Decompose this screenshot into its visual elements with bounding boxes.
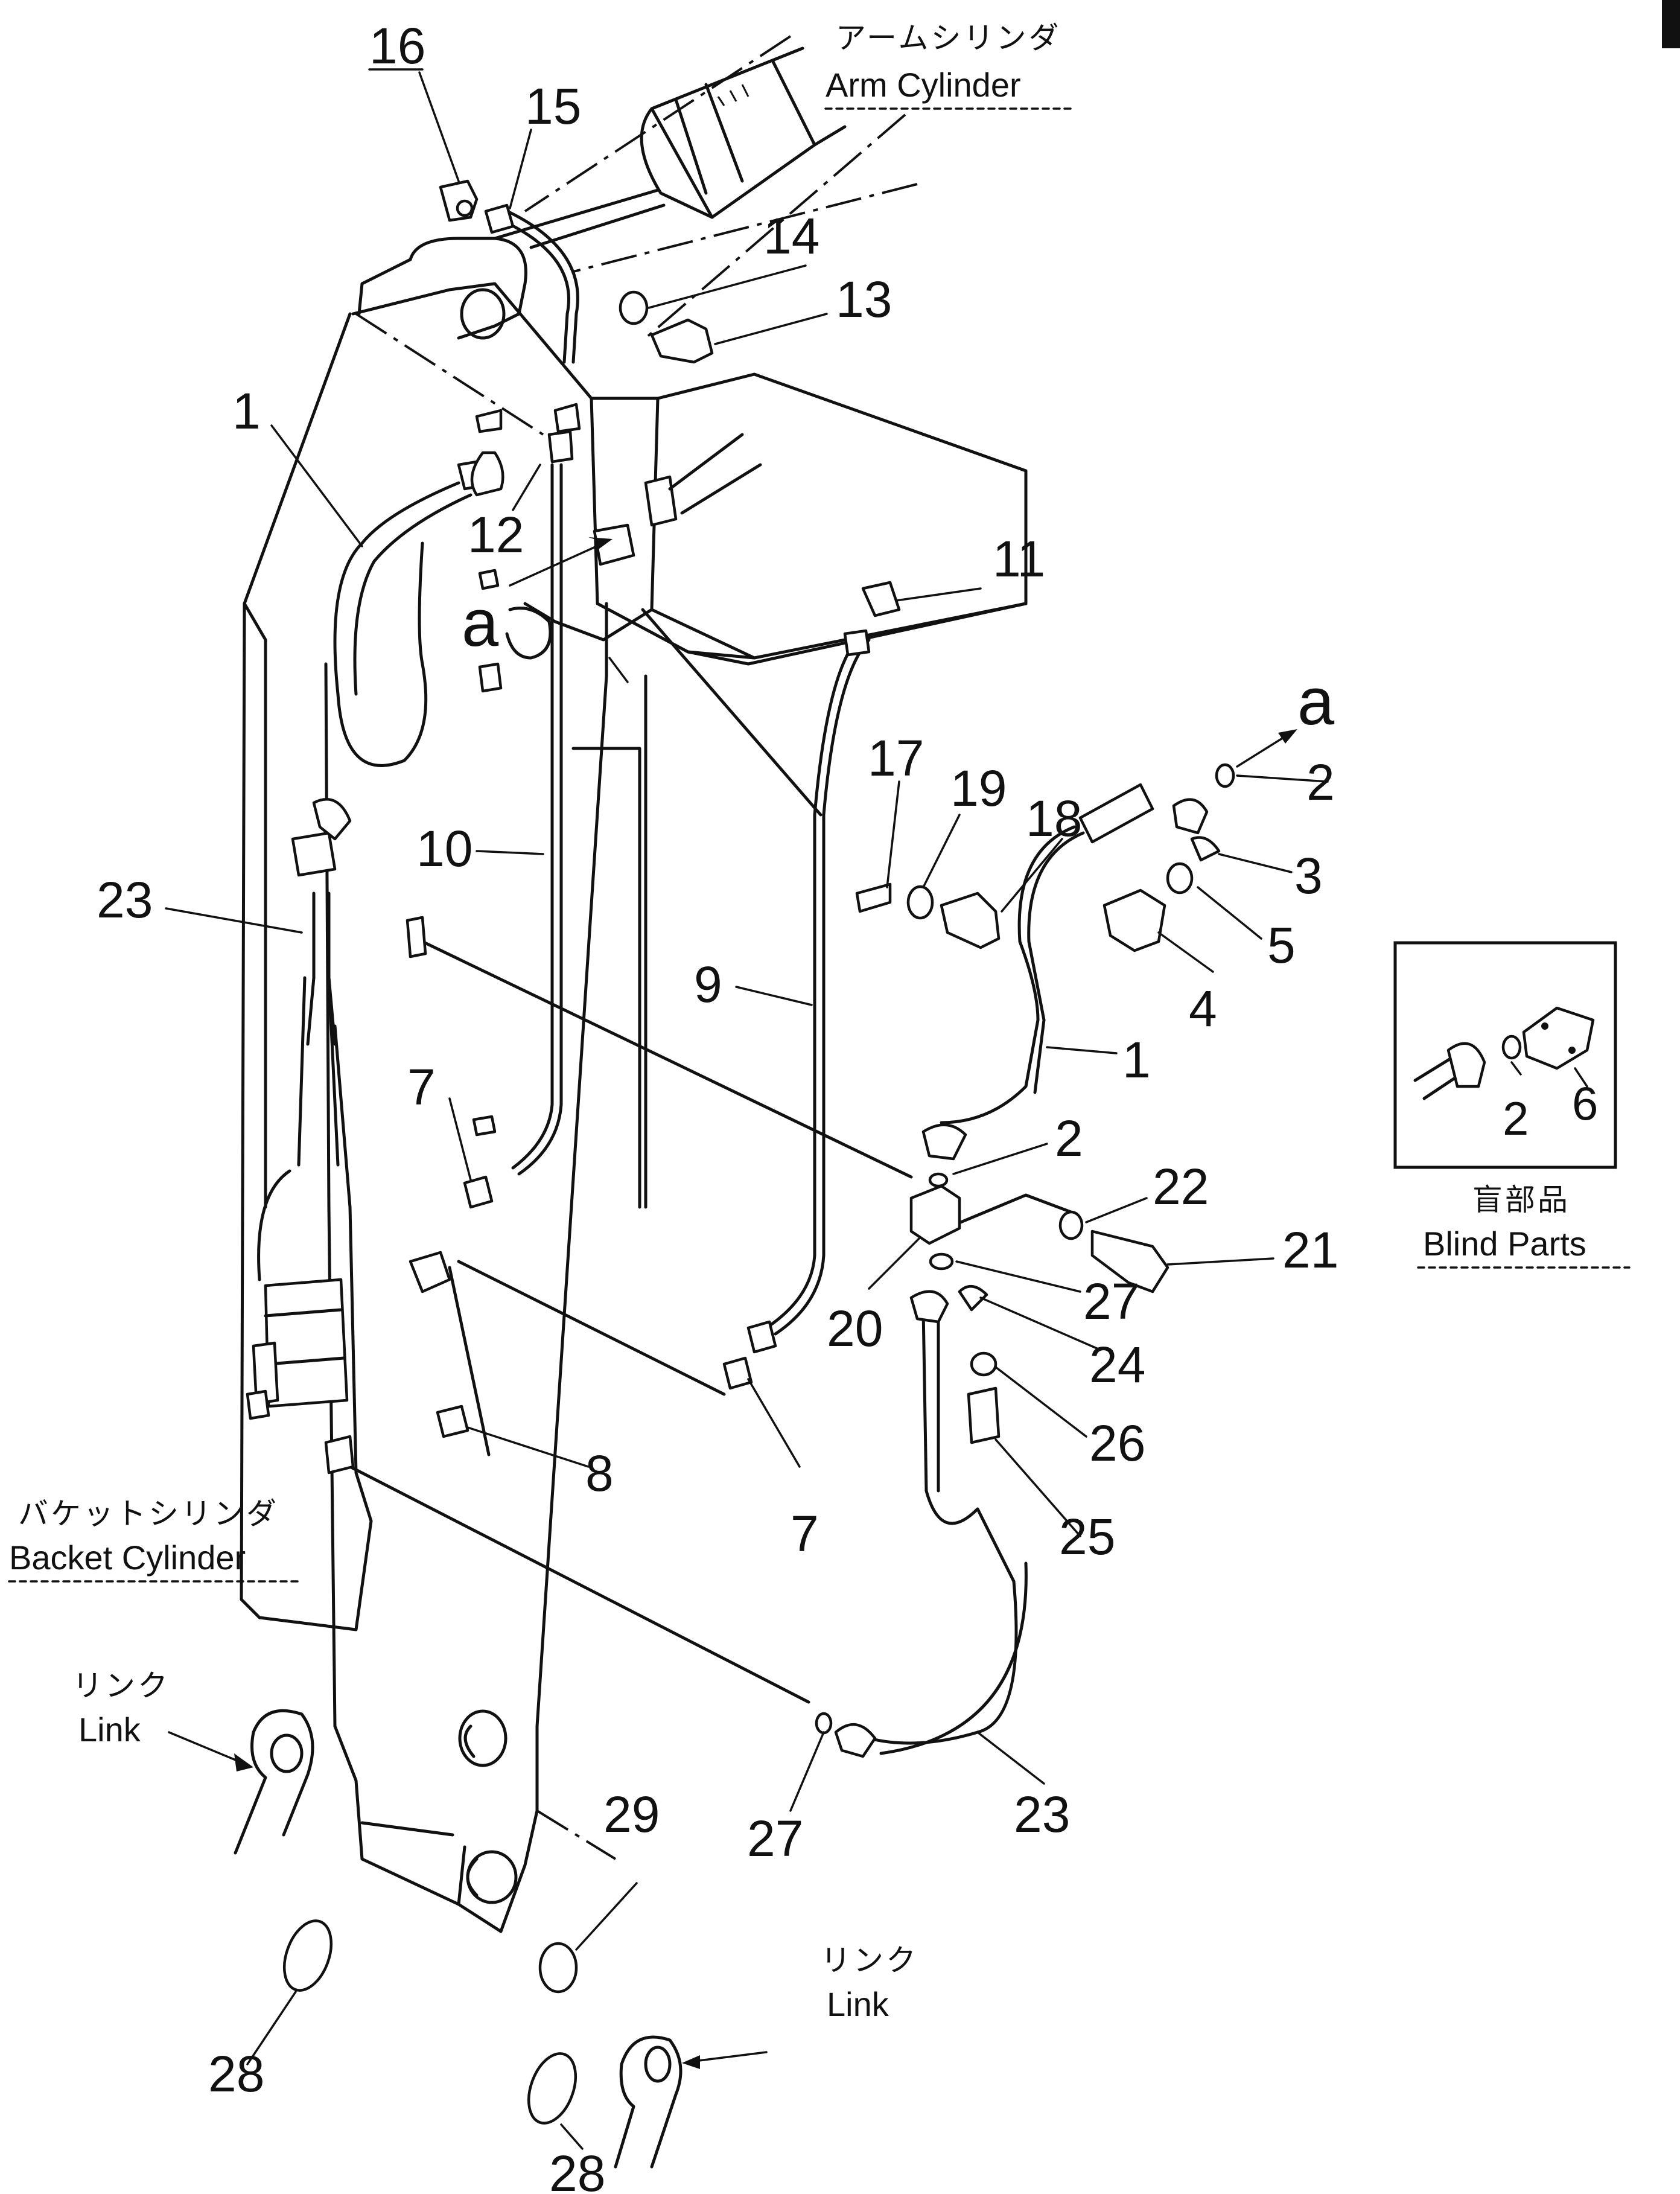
callout-numbers: 16 15 14 13 1 12 11 a a 2 3 17 19 18 5 1… [97,18,1598,2194]
callout-1-lower: 1 [1122,1032,1151,1088]
callout-4: 4 [1189,980,1217,1037]
piping [297,206,1085,1755]
arm-cylinder-label-en: Arm Cylinder [826,66,1021,104]
leader-lines [165,71,1329,2150]
callout-25: 25 [1059,1508,1115,1565]
callout-24: 24 [1089,1336,1145,1393]
bucket-cylinder-label-jp: バケットシリンダ [18,1497,279,1531]
callout-10: 10 [416,820,472,877]
callout-28: 28 [208,2046,264,2102]
link-upper-label-en: Link [78,1711,141,1749]
callout-5: 5 [1267,917,1296,974]
callout-18: 18 [1026,790,1082,847]
callout-7-lower: 7 [791,1505,819,1562]
link-lower-label-jp: リンク [821,1944,918,1977]
link-upper-label-jp: リンク [72,1669,170,1703]
callout-15: 15 [525,78,581,135]
callout-27-lower: 27 [747,1810,803,1867]
arm-body [240,237,1028,1933]
reference-a-left: a [462,586,499,660]
arm-cylinder-label-jp: アームシリンダ [836,21,1061,55]
callout-7: 7 [407,1059,436,1115]
callout-6: 6 [1572,1077,1598,1130]
link-lower-label-en: Link [827,1985,889,2023]
callout-2: 2 [1306,754,1335,811]
centerlines [355,35,918,1860]
bucket-cylinder-label-en: Backet Cylinder [9,1539,246,1577]
blind-parts-label-en: Blind Parts [1423,1225,1586,1263]
callout-9: 9 [694,956,722,1013]
blind-parts-inset [1393,941,1617,1169]
reference-a-right: a [1297,665,1335,739]
callout-3: 3 [1294,847,1323,904]
callout-21: 21 [1282,1222,1338,1278]
callout-28-lower: 28 [549,2145,605,2194]
part-labels: アームシリンダ Arm Cylinder バケットシリンダ Backet Cyl… [8,21,1631,2023]
callout-17: 17 [868,730,924,786]
callout-20: 20 [827,1300,883,1357]
callout-19: 19 [950,760,1007,817]
page-edge-mark [1662,0,1680,48]
callout-2-lower: 2 [1055,1110,1083,1167]
callout-29: 29 [603,1786,660,1843]
callout-23-lower: 23 [1014,1786,1070,1843]
callout-13: 13 [836,271,892,328]
callout-8: 8 [585,1445,614,1502]
callout-1: 1 [232,383,261,439]
callout-12: 12 [468,506,524,563]
callout-26: 26 [1089,1415,1145,1472]
blind-parts-label-jp: 盲部品 [1472,1183,1570,1217]
callout-11: 11 [993,531,1045,587]
components [234,179,1235,2169]
reference-arrows [168,537,1297,2069]
callout-2-blind: 2 [1503,1092,1529,1145]
callout-16: 16 [369,18,425,74]
callout-14: 14 [763,208,819,264]
callout-22: 22 [1153,1158,1209,1215]
callout-23: 23 [97,872,153,928]
callout-27: 27 [1083,1273,1139,1330]
